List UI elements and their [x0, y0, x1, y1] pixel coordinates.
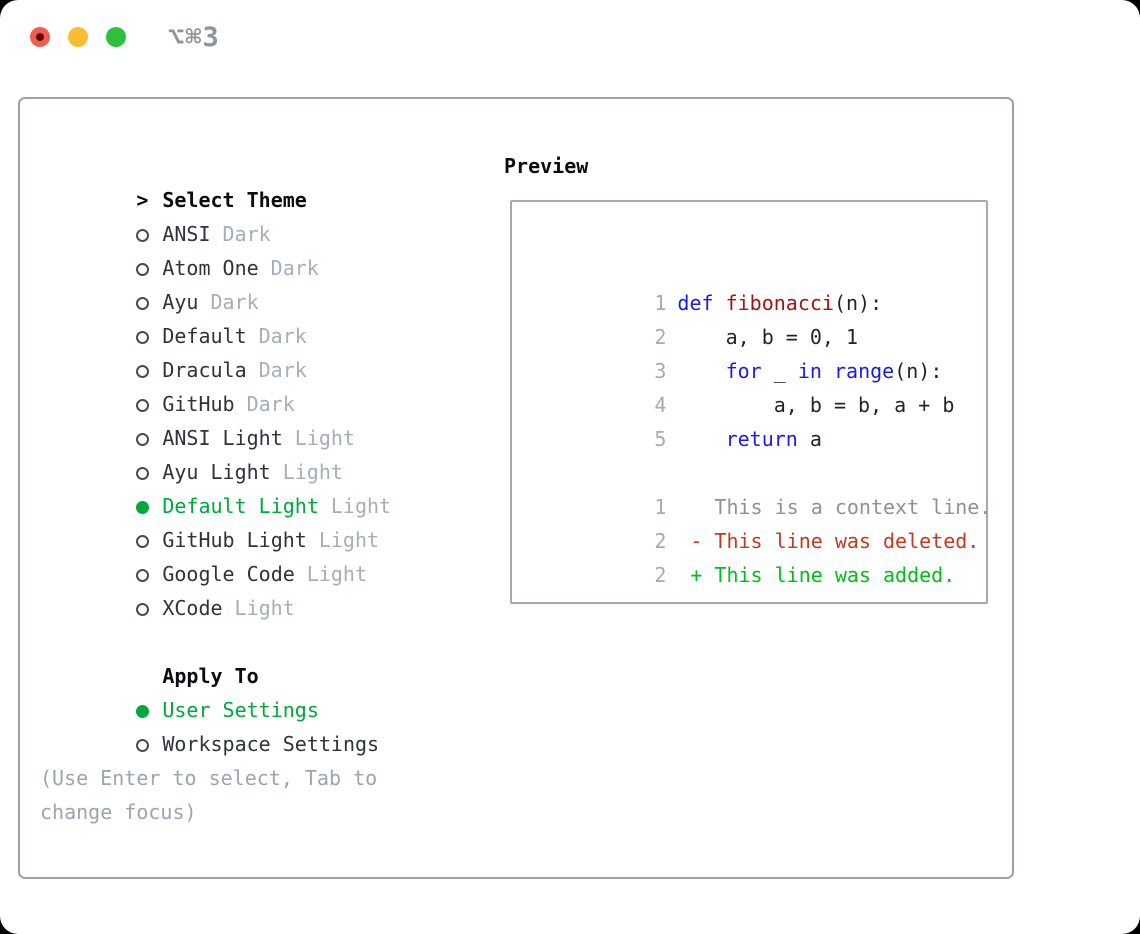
- code-line: 2 a, b = 0, 1: [534, 286, 966, 349]
- radio-icon: [136, 389, 162, 423]
- radio-selected-icon: [136, 695, 162, 729]
- line-number: 2: [654, 563, 667, 587]
- radio-icon: [136, 525, 162, 559]
- close-button[interactable]: [30, 27, 50, 47]
- prompt-caret-icon: >: [136, 188, 149, 212]
- diff-added-line: 2+This line was added.: [534, 524, 966, 587]
- radio-icon: [136, 729, 162, 763]
- radio-icon: [136, 253, 162, 287]
- radio-icon: [136, 355, 162, 389]
- apply-to-header: Apply To: [40, 625, 500, 688]
- preview-header: Preview: [504, 154, 589, 178]
- select-theme-header: > Select Theme: [40, 149, 500, 212]
- diff-sign: [690, 490, 702, 524]
- apply-option-workspace-settings[interactable]: Workspace Settings: [40, 693, 500, 756]
- line-number: 1: [654, 495, 667, 519]
- minus-icon: -: [690, 529, 703, 553]
- radio-selected-icon: [136, 491, 162, 525]
- apply-to-label: Apply To: [162, 664, 259, 688]
- close-dot-icon: [36, 33, 44, 41]
- code-line: 4 a, b = b, a + b: [534, 354, 966, 417]
- radio-icon: [136, 593, 162, 627]
- select-theme-label: Select Theme: [162, 188, 307, 212]
- diff-context-line: 1 This is a context line.: [534, 456, 991, 519]
- line-number: 3: [654, 359, 667, 383]
- line-number: 2: [654, 325, 667, 349]
- radio-icon: [136, 287, 162, 321]
- window-title: ⌥⌘3: [168, 22, 220, 53]
- line-number: 5: [654, 427, 667, 451]
- line-number: 2: [654, 529, 667, 553]
- line-number: 4: [654, 393, 667, 417]
- apply-option-user-settings[interactable]: User Settings: [40, 659, 500, 722]
- code-line: 5 return a: [534, 388, 966, 451]
- zoom-button[interactable]: [106, 27, 126, 47]
- radio-icon: [136, 423, 162, 457]
- keyboard-hint: (Use Enter to select, Tab to change focu…: [40, 766, 378, 824]
- code-line: 3 for _ in range(n):: [534, 320, 966, 383]
- title-bar: ⌥⌘3: [0, 0, 1140, 80]
- minimize-button[interactable]: [68, 27, 88, 47]
- line-number: 1: [654, 291, 667, 315]
- diff-deleted-line: 2-This line was deleted.: [534, 490, 979, 553]
- radio-icon: [136, 321, 162, 355]
- radio-icon: [136, 457, 162, 491]
- plus-icon: +: [690, 563, 703, 587]
- radio-icon: [136, 219, 162, 253]
- radio-icon: [136, 559, 162, 593]
